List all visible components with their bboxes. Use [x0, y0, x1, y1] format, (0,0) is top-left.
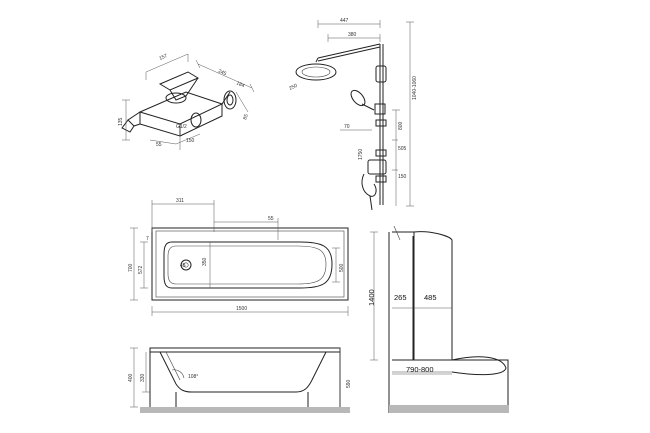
faucet-dim-245: 245: [217, 68, 227, 77]
faucet-dim-135: 135: [118, 117, 124, 126]
shower-dim-380: 380: [348, 32, 357, 38]
plan-dim-572: 572: [138, 265, 144, 274]
screen-dim-265: 265: [394, 293, 407, 302]
faucet-dim-157: 157: [158, 53, 168, 62]
floor: [140, 407, 350, 413]
faucet-dim-g12: G1/2: [176, 124, 187, 130]
plan-dim-1500: 1500: [236, 306, 247, 312]
side-dim-400: 400: [128, 373, 134, 382]
faucet-dim-55: 55: [156, 142, 162, 148]
shower-dim-250: 250: [288, 83, 298, 92]
shower-set-drawing: 447 380 250 1040-1060 800 1750 505: [288, 18, 418, 211]
bath-screen-drawing: 1400 265 485 790-800: [367, 225, 509, 413]
side-angle: 108°: [188, 374, 198, 380]
faucet-dim-184: 184: [235, 80, 245, 89]
screen-floor: [389, 405, 509, 413]
screen-dim-790-800: 790-800: [406, 365, 434, 374]
shower-dim-70: 70: [344, 124, 350, 130]
screen-dim-1400: 1400: [367, 289, 376, 306]
side-dim-330: 330: [140, 373, 146, 382]
plan-dim-45: 45: [180, 263, 186, 269]
shower-dim-800: 800: [398, 121, 404, 130]
side-dim-590: 590: [346, 379, 352, 388]
shower-dim-447: 447: [340, 18, 349, 24]
faucet-drawing: 157 245 184 135 150 55 85 G1/2: [118, 53, 255, 150]
plan-dim-700: 700: [128, 263, 134, 272]
shower-dim-150: 150: [398, 174, 407, 180]
plan-dim-311: 311: [176, 198, 184, 204]
faucet-dim-85: 85: [242, 113, 250, 120]
plan-dim-7: 7: [146, 236, 149, 242]
bath-side-drawing: 108° 400 330 590: [128, 347, 352, 413]
shower-dim-1750: 1750: [358, 149, 364, 160]
faucet-dim-150: 150: [186, 138, 195, 144]
shower-dim-505: 505: [398, 146, 407, 152]
plan-dim-55: 55: [268, 216, 274, 222]
bath-plan-drawing: 311 55 350 700 572 7 500 1500 45: [128, 198, 349, 316]
plan-dim-500: 500: [339, 263, 345, 272]
shower-dim-1040: 1040-1060: [412, 76, 418, 100]
screen-dim-485: 485: [424, 293, 437, 302]
plan-dim-350: 350: [202, 257, 208, 266]
